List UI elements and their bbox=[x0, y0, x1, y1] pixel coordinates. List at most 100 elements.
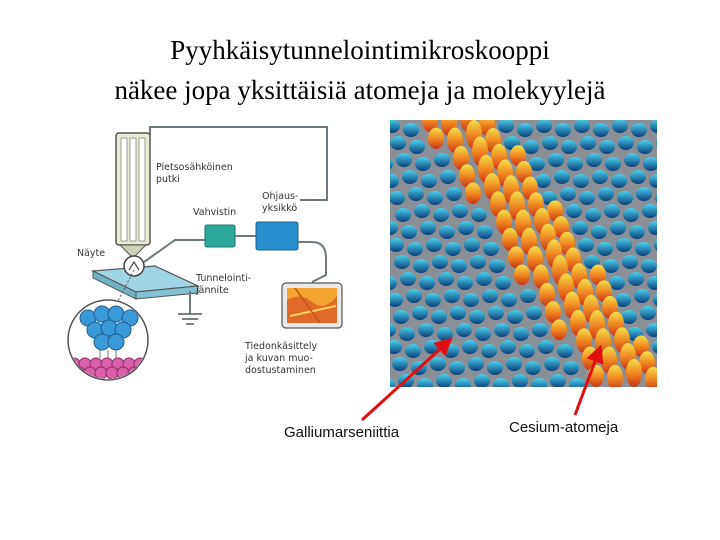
substrate-atom bbox=[629, 225, 645, 239]
substrate-atom bbox=[425, 293, 441, 307]
substrate-atom bbox=[622, 255, 638, 269]
sample-atom bbox=[105, 366, 119, 379]
substrate-atom bbox=[439, 225, 455, 239]
substrate-atom bbox=[593, 123, 609, 137]
substrate-atom bbox=[555, 123, 571, 137]
substrate-atom bbox=[631, 123, 647, 137]
substrate-atom bbox=[513, 327, 529, 341]
feedback-wire bbox=[149, 126, 328, 201]
cesium-atom bbox=[645, 366, 657, 387]
substrate-atom bbox=[393, 310, 409, 324]
cesium-atom bbox=[465, 182, 481, 204]
cesium-atom bbox=[502, 227, 518, 252]
substrate-atom bbox=[414, 204, 430, 218]
label-tunnel-line-2: jännite bbox=[195, 285, 229, 296]
substrate-atom bbox=[557, 344, 573, 358]
substrate-atom bbox=[525, 361, 541, 375]
substrate-atom bbox=[431, 310, 447, 324]
substrate-atom bbox=[647, 276, 657, 290]
cesium-atom bbox=[510, 145, 526, 166]
substrate-atom bbox=[652, 340, 657, 354]
substrate-atom bbox=[637, 140, 653, 154]
substrate-atom bbox=[390, 120, 400, 133]
substrate-atom bbox=[520, 289, 536, 303]
arrow-cesium bbox=[573, 344, 604, 416]
substrate-atom bbox=[569, 378, 585, 387]
substrate-atom bbox=[538, 340, 554, 354]
cesium-atom bbox=[547, 200, 563, 221]
substrate-atom bbox=[475, 327, 491, 341]
substrate-atom bbox=[655, 193, 657, 203]
substrate-atom bbox=[597, 242, 613, 256]
label-piezo-line-2: putki bbox=[156, 174, 180, 185]
substrate-atom bbox=[464, 238, 480, 252]
substrate-atom bbox=[598, 187, 614, 201]
substrate-atom bbox=[390, 293, 403, 307]
substrate-atom bbox=[554, 170, 570, 184]
substrate-atom bbox=[585, 208, 601, 222]
cesium-atom bbox=[545, 301, 561, 323]
substrate-atom bbox=[544, 357, 560, 371]
substrate-atom bbox=[635, 242, 651, 256]
substrate-atom bbox=[390, 276, 397, 290]
substrate-atom bbox=[390, 136, 406, 150]
substrate-atom bbox=[535, 174, 551, 188]
substrate-atom bbox=[532, 323, 548, 337]
substrate-atom bbox=[641, 259, 657, 273]
substrate-atom bbox=[481, 344, 497, 358]
tip-atom bbox=[107, 305, 125, 323]
substrate-atom bbox=[427, 191, 443, 205]
substrate-atom bbox=[586, 153, 602, 167]
substrate-atom bbox=[415, 157, 431, 171]
substrate-atom bbox=[526, 306, 542, 320]
substrate-atom bbox=[390, 238, 404, 252]
substrate-atom bbox=[390, 378, 395, 387]
substrate-atom bbox=[420, 221, 436, 235]
substrate-atom bbox=[591, 225, 607, 239]
substrate-atom bbox=[433, 208, 449, 222]
substrate-atom bbox=[477, 225, 493, 239]
substrate-atom bbox=[405, 344, 421, 358]
substrate-atom bbox=[399, 327, 415, 341]
substrate-atom bbox=[437, 327, 453, 341]
substrate-atom bbox=[455, 378, 471, 387]
cesium-atom bbox=[496, 209, 512, 234]
cesium-atom bbox=[533, 264, 549, 289]
substrate-atom bbox=[426, 238, 442, 252]
substrate-atom bbox=[512, 374, 528, 387]
substrate-atom bbox=[648, 221, 657, 235]
substrate-atom bbox=[390, 221, 398, 235]
substrate-atom bbox=[471, 208, 487, 222]
substrate-atom bbox=[446, 187, 462, 201]
tip-atom bbox=[100, 319, 118, 337]
substrate-atom bbox=[445, 242, 461, 256]
substrate-atom bbox=[390, 340, 402, 354]
substrate-atom bbox=[408, 187, 424, 201]
caption-gallium-arsenide: Galliumarseniittia bbox=[284, 424, 400, 441]
substrate-atom bbox=[628, 272, 644, 286]
substrate-atom bbox=[642, 204, 657, 218]
substrate-atom bbox=[421, 174, 437, 188]
label-processing-line-2: ja kuvan muo- bbox=[244, 353, 313, 364]
substrate-atom bbox=[649, 174, 657, 188]
substrate-atom bbox=[599, 140, 615, 154]
substrate-atom bbox=[542, 136, 558, 150]
stm-atom-image bbox=[390, 120, 657, 387]
substrate-atom bbox=[592, 170, 608, 184]
substrate-atom bbox=[457, 276, 473, 290]
substrate-atom bbox=[609, 276, 625, 290]
substrate-atom bbox=[418, 323, 434, 337]
cesium-atom bbox=[626, 358, 642, 387]
sample-atom bbox=[138, 366, 147, 379]
substrate-atom bbox=[419, 276, 435, 290]
substrate-atom bbox=[444, 289, 460, 303]
substrate-atom bbox=[636, 187, 652, 201]
cesium-atom bbox=[514, 264, 530, 286]
substrate-atom bbox=[643, 157, 657, 171]
title-line-2: näkee jopa yksittäisiä atomeja ja moleky… bbox=[114, 75, 606, 105]
substrate-atom bbox=[550, 374, 566, 387]
substrate-atom bbox=[506, 357, 522, 371]
current-meter bbox=[123, 255, 145, 277]
cesium-atom bbox=[607, 364, 623, 387]
substrate-atom bbox=[468, 357, 484, 371]
